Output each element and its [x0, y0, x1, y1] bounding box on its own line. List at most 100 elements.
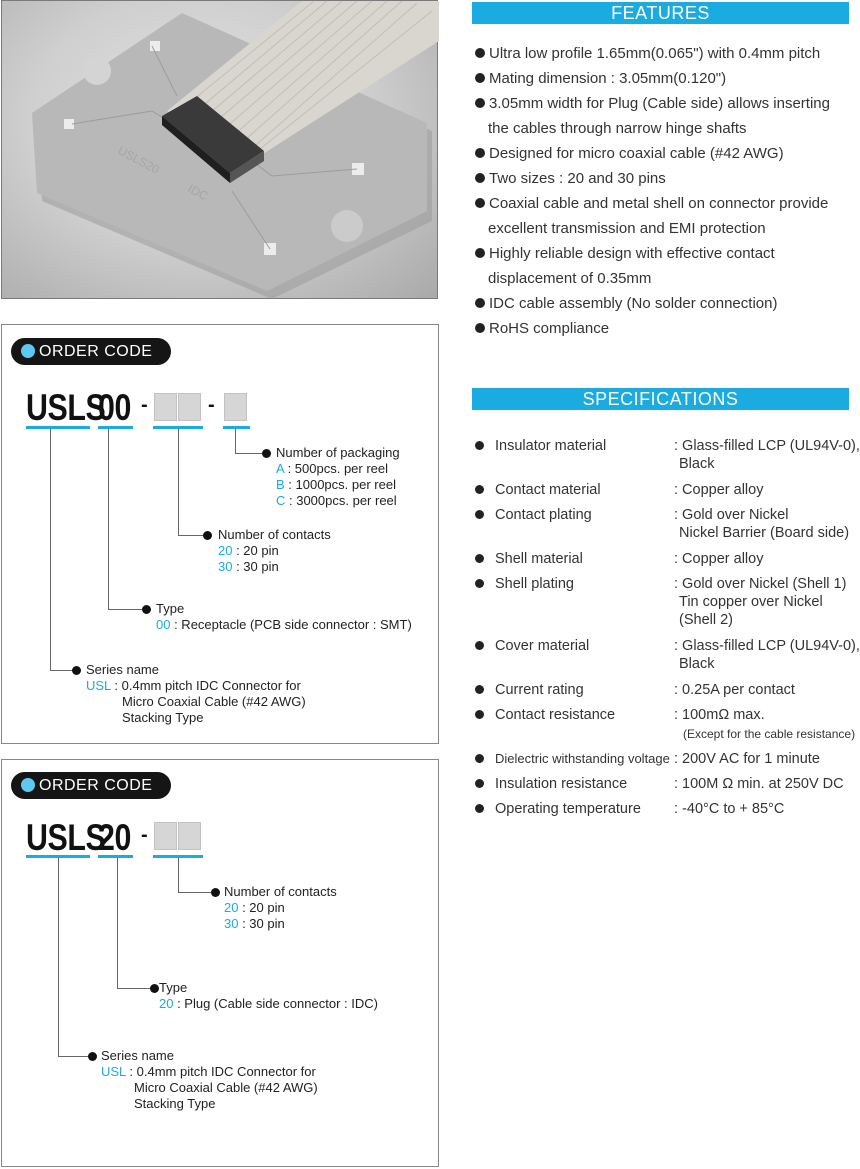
circle-icon [21, 778, 35, 792]
series-label: Series name [101, 1048, 174, 1063]
bullet-icon [475, 779, 484, 788]
list-item-continuation: the cables through narrow hinge shafts [488, 120, 747, 137]
underline-contacts [153, 855, 203, 858]
series-label: Series name [86, 662, 159, 677]
code-dash: - [208, 394, 215, 416]
leader-line [58, 1056, 88, 1057]
code-type: 20 [98, 817, 131, 858]
code-prefix: USLS [26, 817, 106, 858]
connector-board-illustration: USLS20 IDC [32, 0, 439, 299]
spec-key: Shell material [495, 551, 583, 567]
spec-note: (Except for the cable resistance) [683, 727, 856, 741]
spec-value: : 0.25A per contact [674, 682, 795, 698]
bullet-icon [475, 173, 485, 183]
list-item: Mating dimension : 3.05mm(0.120") [475, 66, 726, 91]
underline-packaging [223, 426, 250, 429]
leader-line [178, 429, 179, 535]
leader-line [235, 453, 262, 454]
spec-key: Insulation resistance [495, 776, 628, 792]
underline-type [98, 426, 133, 429]
bullet-icon [475, 298, 485, 308]
spec-value: : Copper alloy [674, 551, 764, 567]
bullet-icon [88, 1052, 97, 1061]
list-item-continuation: excellent transmission and EMI protectio… [488, 220, 766, 237]
list-item: IDC cable assembly (No solder connection… [475, 291, 777, 316]
spec-value: : -40°C to + 85°C [674, 801, 785, 817]
spec-key: Contact plating [495, 507, 592, 523]
contacts-option: 30 : 30 pin [224, 916, 285, 931]
type-option: 20 : Plug (Cable side connector : IDC) [159, 996, 378, 1011]
leader-line [178, 535, 203, 536]
order-code-panel-receptacle: ORDER CODE USLS 00 - - Number of packagi… [1, 324, 439, 744]
leader-line [108, 609, 142, 610]
bullet-icon [475, 441, 484, 450]
spec-key: Cover material [495, 638, 590, 654]
bullet-icon [72, 666, 81, 675]
packaging-option: B : 1000pcs. per reel [276, 477, 396, 492]
order-code-title-text: ORDER CODE [39, 777, 153, 794]
leader-line [117, 988, 150, 989]
spec-value: : Gold over Nickel (Shell 1) [674, 576, 847, 592]
list-item: Coaxial cable and metal shell on connect… [475, 191, 828, 216]
bullet-icon [475, 48, 485, 58]
spec-value: : Copper alloy [674, 482, 764, 498]
code-type: 00 [98, 387, 131, 428]
order-code-title: ORDER CODE [11, 772, 171, 799]
code-dash: - [141, 824, 148, 846]
contacts-option: 20 : 20 pin [224, 900, 285, 915]
type-label: Type [156, 601, 185, 616]
bullet-icon [475, 485, 484, 494]
list-item: Two sizes : 20 and 30 pins [475, 166, 666, 191]
features-list: Ultra low profile 1.65mm(0.065") with 0.… [475, 41, 850, 341]
series-desc-line: Stacking Type [122, 710, 204, 725]
list-item-continuation: displacement of 0.35mm [488, 270, 652, 287]
spec-key: Contact material [495, 482, 601, 498]
product-photo: USLS20 IDC [1, 0, 439, 299]
bullet-icon [475, 710, 484, 719]
order-code-title: ORDER CODE [11, 338, 171, 365]
spec-value: : 100M Ω min. at 250V DC [674, 776, 844, 792]
underline-contacts [153, 426, 203, 429]
leader-line [50, 670, 72, 671]
bullet-icon [475, 804, 484, 813]
series-option: USL : 0.4mm pitch IDC Connector for [101, 1064, 316, 1079]
spec-value: Black [679, 656, 715, 672]
packaging-option: A : 500pcs. per reel [276, 461, 389, 476]
underline-prefix [26, 855, 90, 858]
series-desc-line: Micro Coaxial Cable (#42 AWG) [122, 694, 306, 709]
spec-value: : 200V AC for 1 minute [674, 751, 820, 767]
spec-value: : Glass-filled LCP (UL94V-0), [674, 638, 860, 654]
series-option: USL : 0.4mm pitch IDC Connector for [86, 678, 301, 693]
list-item: Highly reliable design with effective co… [475, 241, 775, 266]
list-item: Designed for micro coaxial cable (#42 AW… [475, 141, 784, 166]
underline-type [98, 855, 133, 858]
spec-value: : Gold over Nickel [674, 507, 789, 523]
list-item: 3.05mm width for Plug (Cable side) allow… [475, 91, 830, 116]
spec-value: Black [679, 456, 715, 472]
bullet-icon [475, 579, 484, 588]
circle-icon [21, 344, 35, 358]
packaging-label: Number of packaging [276, 445, 400, 460]
contacts-option: 20 : 20 pin [218, 543, 279, 558]
underline-prefix [26, 426, 90, 429]
leader-line [50, 429, 51, 670]
bullet-icon [475, 98, 485, 108]
spec-value: : Glass-filled LCP (UL94V-0), [674, 438, 860, 454]
bullet-icon [150, 984, 159, 993]
code-slot [224, 393, 247, 421]
code-prefix: USLS [26, 387, 106, 428]
spec-key: Insulator material [495, 438, 607, 454]
bullet-icon [203, 531, 212, 540]
order-code-title-text: ORDER CODE [39, 343, 153, 360]
spec-key: Shell plating [495, 576, 574, 592]
bullet-icon [475, 754, 484, 763]
spec-value: : 100mΩ max. [674, 707, 765, 723]
bullet-icon [475, 554, 484, 563]
leader-line [178, 892, 211, 893]
bullet-icon [211, 888, 220, 897]
bullet-icon [475, 323, 485, 333]
list-item: RoHS compliance [475, 316, 609, 341]
code-slot [178, 822, 201, 850]
spec-value: Tin copper over Nickel [679, 594, 823, 610]
spec-value: Nickel Barrier (Board side) [679, 525, 850, 541]
